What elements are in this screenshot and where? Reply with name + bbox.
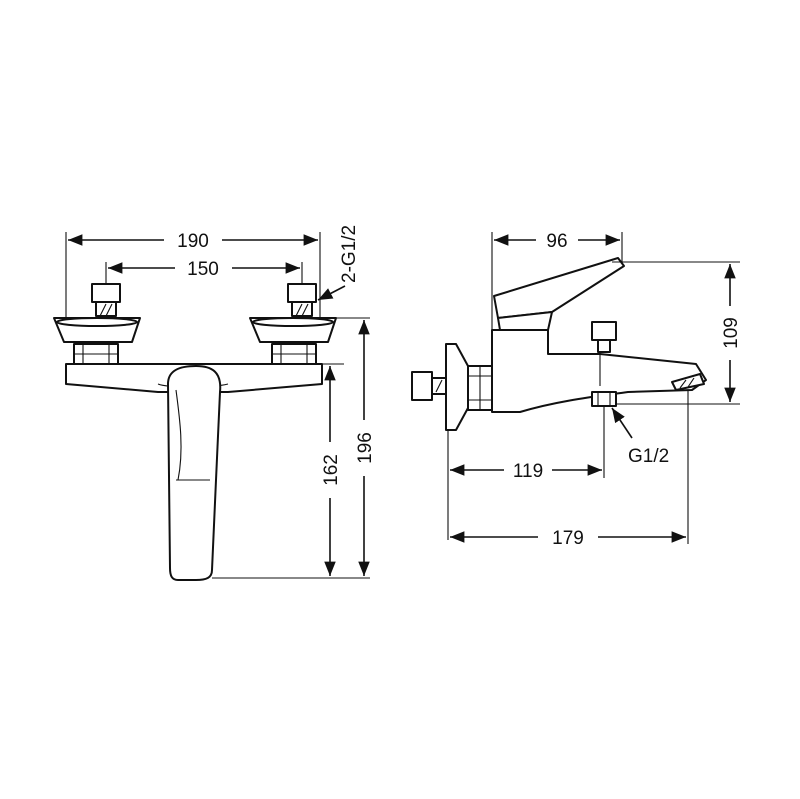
dim-front-190: 190: [65, 231, 321, 318]
lever-handle: [167, 365, 222, 581]
thread-side-label: G1/2: [628, 446, 669, 467]
thread-callout-side: G1/2: [611, 407, 669, 467]
dim-side-96: 96: [491, 231, 623, 330]
right-connector: [249, 283, 337, 365]
left-connector: [53, 283, 141, 365]
dim-190-label: 190: [177, 231, 209, 252]
thread-callout-front: 2-G1/2: [317, 225, 360, 301]
side-body: [491, 329, 707, 413]
dim-162-label: 162: [321, 454, 342, 486]
dim-front-150: 150: [105, 259, 303, 284]
dim-96-label: 96: [546, 231, 567, 252]
dim-side-119: 119: [447, 406, 605, 540]
dim-front-196: 196: [322, 317, 376, 576]
side-connector: [411, 343, 493, 431]
dim-179-label: 179: [552, 528, 584, 549]
side-lever: [493, 257, 625, 331]
dim-150-label: 150: [187, 259, 219, 280]
dim-109-label: 109: [721, 317, 742, 349]
dim-side-179: 179: [450, 390, 689, 549]
dim-196-label: 196: [355, 432, 376, 464]
dim-side-109: 109: [612, 261, 742, 405]
thread-front-label: 2-G1/2: [339, 225, 360, 283]
front-view: 190 150 2-G1/2 162 196: [53, 225, 376, 581]
dim-front-162: 162: [212, 363, 370, 579]
side-view: 96 109 G1/2 119 179: [411, 231, 742, 549]
diverter-knob: [591, 321, 617, 353]
dim-119-label: 119: [513, 461, 543, 482]
